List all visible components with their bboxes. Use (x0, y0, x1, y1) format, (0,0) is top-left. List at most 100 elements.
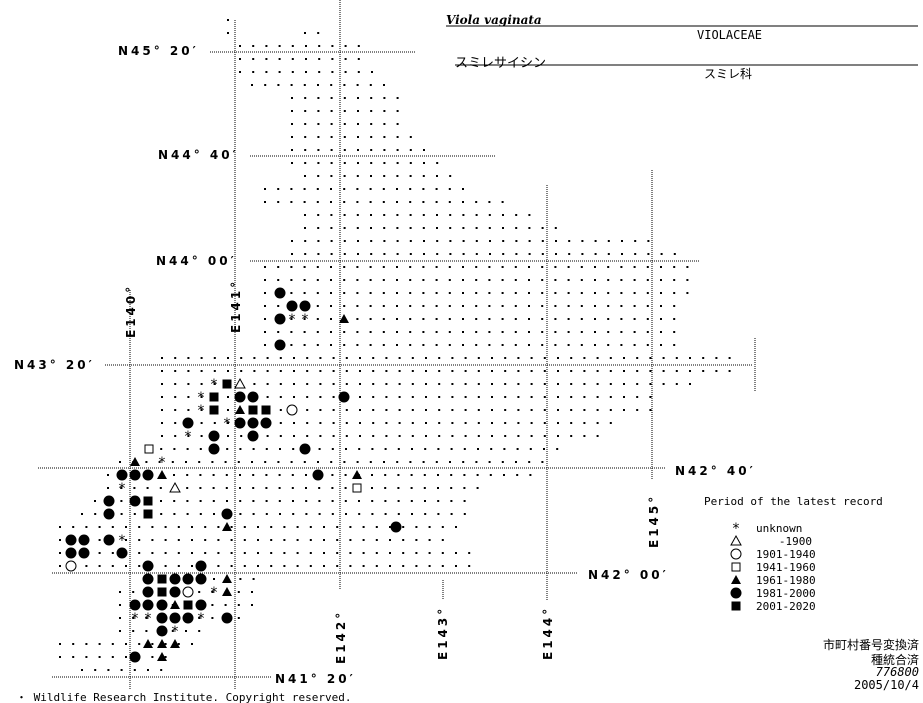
mesh-dot (415, 526, 418, 528)
mesh-dot (227, 396, 229, 398)
mesh-dot (257, 565, 259, 567)
mesh-dot (330, 279, 332, 281)
mesh-dot (291, 240, 293, 242)
mesh-dot (660, 318, 662, 320)
mesh-dot (283, 526, 286, 528)
record-1981-2000 (169, 573, 181, 585)
mesh-dot (213, 578, 215, 580)
mesh-dot (344, 71, 347, 73)
mesh-dot (291, 253, 293, 255)
mesh-dot (173, 474, 175, 476)
record-1981-2000 (182, 612, 194, 624)
record-2001-2020 (157, 587, 167, 597)
mesh-dot (331, 45, 334, 47)
mesh-dot (309, 565, 312, 567)
mesh-dot (660, 266, 662, 268)
mesh-dot (528, 292, 530, 294)
mesh-dot (636, 357, 639, 359)
record-1981-2000 (221, 508, 233, 520)
mesh-dot (264, 318, 266, 320)
mesh-dot (369, 266, 372, 268)
mesh-dot (623, 396, 625, 398)
mesh-dot (318, 45, 321, 47)
record-1981-2000 (247, 417, 259, 429)
mesh-dot (449, 175, 452, 177)
mesh-dot (291, 474, 294, 476)
mesh-dot (331, 513, 334, 515)
mesh-dot (319, 422, 322, 424)
mesh-dot (541, 253, 544, 255)
mesh-dot (438, 435, 441, 437)
mesh-dot (450, 487, 453, 489)
mesh-dot (145, 461, 148, 463)
mesh-dot (389, 565, 391, 567)
mesh-dot (396, 318, 398, 320)
mesh-dot (369, 344, 372, 346)
mesh-dot (230, 565, 233, 567)
mesh-dot (224, 461, 227, 463)
mesh-dot (161, 357, 163, 359)
mesh-dot (424, 500, 426, 502)
legend-symbol-open-triangle (730, 534, 742, 546)
mesh-dot (177, 552, 180, 554)
mesh-dot (541, 318, 544, 320)
copyright: ・ Wildlife Research Institute. Copyright… (16, 691, 352, 703)
mesh-dot (317, 253, 320, 255)
mesh-dot (501, 201, 504, 203)
mesh-dot (174, 435, 177, 437)
mesh-dot (349, 526, 352, 528)
record-2001-2020 (222, 379, 232, 389)
mesh-dot (583, 435, 586, 437)
lon-label-141: E141° (229, 278, 243, 333)
mesh-dot (448, 266, 451, 268)
mesh-dot (343, 84, 346, 86)
mesh-dot (607, 292, 610, 294)
mesh-dot (398, 409, 401, 411)
mesh-dot (369, 292, 372, 294)
mesh-dot (383, 149, 386, 151)
mesh-dot (303, 84, 306, 86)
mesh-dot (290, 292, 293, 294)
mesh-dot (609, 370, 612, 372)
mesh-dot (397, 474, 400, 476)
mesh-dot (304, 110, 307, 112)
mesh-dot (516, 448, 519, 450)
mesh-dot (607, 266, 610, 268)
mesh-dot (356, 266, 359, 268)
mesh-dot (94, 669, 97, 671)
mesh-dot (304, 240, 307, 242)
mesh-dot (317, 214, 320, 216)
mesh-dot (554, 266, 557, 268)
mesh-dot (528, 331, 530, 333)
mesh-dot (594, 266, 596, 268)
mesh-dot (240, 357, 243, 359)
mesh-dot (200, 370, 203, 372)
mesh-dot (343, 344, 346, 346)
mesh-dot (728, 357, 731, 359)
mesh-dot (343, 305, 346, 307)
mesh-dot (596, 396, 599, 398)
lat-label-45-20: N45° 20′ (118, 44, 199, 58)
mesh-dot (438, 422, 441, 424)
mesh-dot (252, 578, 255, 580)
mesh-dot (581, 240, 584, 242)
mesh-dot (504, 409, 507, 411)
mesh-dot (372, 396, 375, 398)
lat-label-41-20: N41° 20′ (275, 672, 356, 686)
mesh-dot (609, 383, 612, 385)
mesh-dot (200, 357, 203, 359)
mesh-dot (396, 175, 399, 177)
record-1981-2000 (129, 651, 141, 663)
mesh-dot (382, 305, 385, 307)
record-1981-2000 (129, 495, 141, 507)
mesh-dot (528, 240, 531, 242)
mesh-dot (594, 292, 596, 294)
mesh-dot (489, 240, 491, 242)
mesh-dot (501, 461, 504, 463)
mesh-dot (423, 487, 426, 489)
mesh-dot (171, 461, 174, 463)
mesh-dot (345, 370, 348, 372)
record-1981-2000 (65, 534, 77, 546)
mesh-dot (270, 552, 273, 554)
legend-symbol-filled-triangle (731, 575, 741, 584)
